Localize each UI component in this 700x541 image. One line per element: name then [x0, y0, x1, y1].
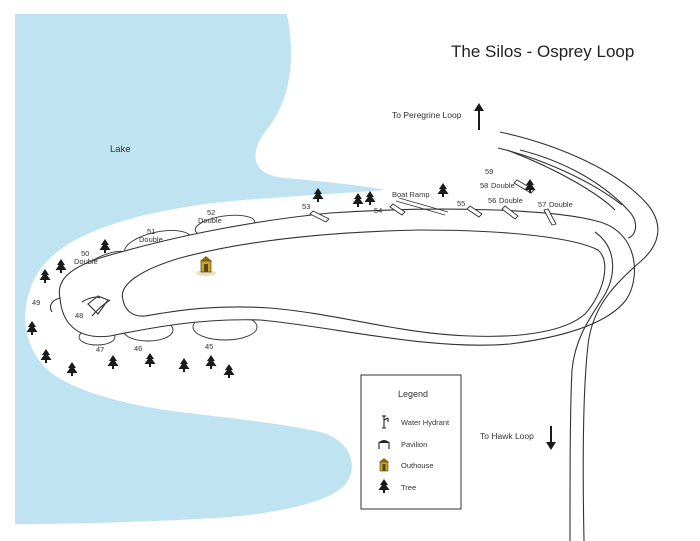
site-52-double-label: Double: [198, 216, 222, 225]
tree-icon: [364, 191, 376, 205]
to-peregrine-loop-label: To Peregrine Loop: [392, 110, 462, 120]
arrow-down-icon: [546, 426, 556, 450]
site-49-label: 49: [32, 298, 40, 307]
site-56-double-label: Double: [499, 196, 523, 205]
arrow-up-icon: [474, 103, 484, 130]
site-labels: 45 46 47 48 49 50 Double 51 Double 52 Do…: [32, 167, 573, 354]
tree-icon: [107, 355, 119, 369]
tree-icon: [144, 353, 156, 367]
legend-box: [360, 374, 462, 510]
lake: [15, 14, 385, 524]
tree-icon: [352, 193, 364, 207]
site-51-double-label: Double: [139, 235, 163, 244]
site-59-label: 59: [485, 167, 493, 176]
legend-label-outhouse: Outhouse: [401, 461, 434, 470]
legend-label-water-hydrant: Water Hydrant: [401, 418, 450, 427]
tree-icon: [39, 269, 51, 283]
tree-icon: [26, 321, 38, 335]
legend: Legend Water Hydrant Pavilion Outhouse T…: [360, 374, 462, 510]
legend-label-tree: Tree: [401, 483, 416, 492]
site-48-label: 48: [75, 311, 83, 320]
site-52-label: 52: [207, 208, 215, 217]
tree-icon: [55, 259, 67, 273]
site-58-label: 58: [480, 181, 488, 190]
site-57-double-label: Double: [549, 200, 573, 209]
legend-label-pavilion: Pavilion: [401, 440, 427, 449]
road-network: [49, 131, 659, 541]
water-hydrant-icon: [382, 415, 389, 429]
site-54-label: 54: [374, 206, 382, 215]
site-56-label: 56: [488, 196, 496, 205]
map-title: The Silos - Osprey Loop: [451, 42, 634, 61]
site-57-label: 57: [538, 200, 546, 209]
tree-icon: [205, 355, 217, 369]
site-55-label: 55: [457, 199, 465, 208]
site-50-label: 50: [81, 249, 89, 258]
site-47-label: 47: [96, 345, 104, 354]
site-46-label: 46: [134, 344, 142, 353]
tree-icon: [40, 349, 52, 363]
tree-icon: [223, 364, 235, 378]
to-hawk-loop-label: To Hawk Loop: [480, 431, 534, 441]
pavilion-icon: [378, 440, 390, 449]
site-53-label: 53: [302, 202, 310, 211]
boat-ramp-label: Boat Ramp: [392, 190, 430, 199]
lake-label: Lake: [110, 144, 131, 155]
site-58-double-label: Double: [491, 181, 515, 190]
outhouse-icon: [379, 458, 389, 472]
outhouse-icon: [196, 256, 216, 276]
site-51-label: 51: [147, 227, 155, 236]
site-50-double-label: Double: [74, 257, 98, 266]
tree-icon: [437, 183, 449, 197]
legend-title: Legend: [398, 389, 428, 399]
tree-icon: [178, 358, 190, 372]
tree-icon: [66, 362, 78, 376]
site-45-label: 45: [205, 342, 213, 351]
tree-icon: [99, 239, 111, 253]
